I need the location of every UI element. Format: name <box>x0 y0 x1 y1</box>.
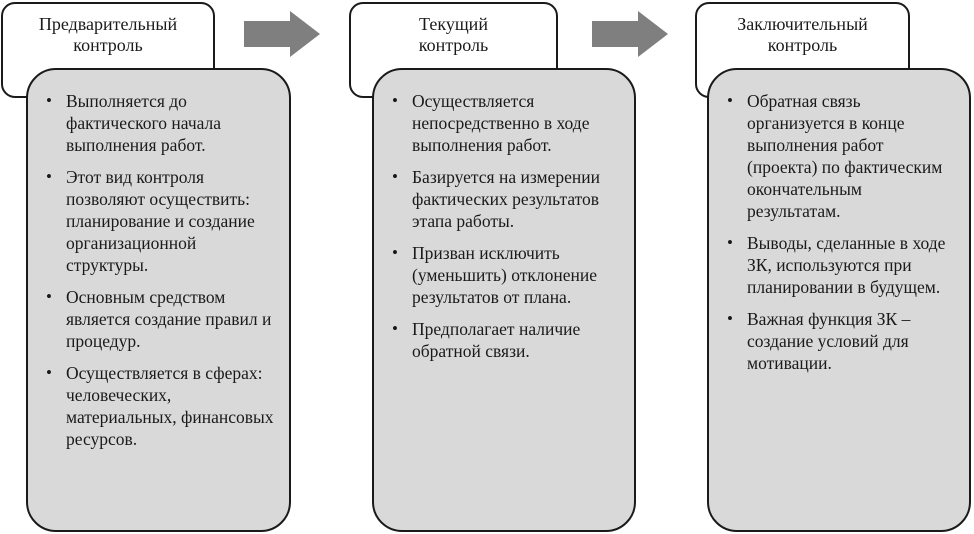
header-line: Заключительный <box>737 14 868 34</box>
list-item: Этот вид контроля позволяют осуществить:… <box>44 166 275 276</box>
list-item: Выполняется до фактического начала выпол… <box>44 90 275 156</box>
bullet-list: Выполняется до фактического начала выпол… <box>44 90 275 450</box>
list-item: Призван исключить (уменьшить) отклонение… <box>390 242 620 308</box>
bullet-list: Осуществляется непосредственно в ходе вы… <box>390 90 620 362</box>
header-line: Предварительный <box>38 14 178 34</box>
list-item: Выводы, сделанные в ходе ЗК, используютс… <box>725 232 955 298</box>
panel-preliminary-control: Выполняется до фактического начала выпол… <box>26 68 291 532</box>
arrow-right-icon <box>592 11 668 57</box>
list-item: Предполагает наличие обратной связи. <box>390 318 620 362</box>
list-item: Осуществляется в сферах: человеческих, м… <box>44 362 275 450</box>
bullet-list: Обратная связь организуется в конце выпо… <box>725 90 955 374</box>
arrow-right-icon <box>244 11 320 57</box>
header-line: контроль <box>73 35 143 55</box>
list-item: Обратная связь организуется в конце выпо… <box>725 90 955 222</box>
list-item: Осуществляется непосредственно в ходе вы… <box>390 90 620 156</box>
header-line: контроль <box>418 35 489 55</box>
list-item: Основным средством является создание пра… <box>44 286 275 352</box>
list-item: Важная функция ЗК – создание условий для… <box>725 308 955 374</box>
header-line: Текущий <box>419 14 488 34</box>
header-line: контроль <box>767 35 838 55</box>
panel-final-control: Обратная связь организуется в конце выпо… <box>707 68 971 532</box>
list-item: Базируется на измерении фактических резу… <box>390 166 620 232</box>
panel-current-control: Осуществляется непосредственно в ходе вы… <box>372 68 636 532</box>
